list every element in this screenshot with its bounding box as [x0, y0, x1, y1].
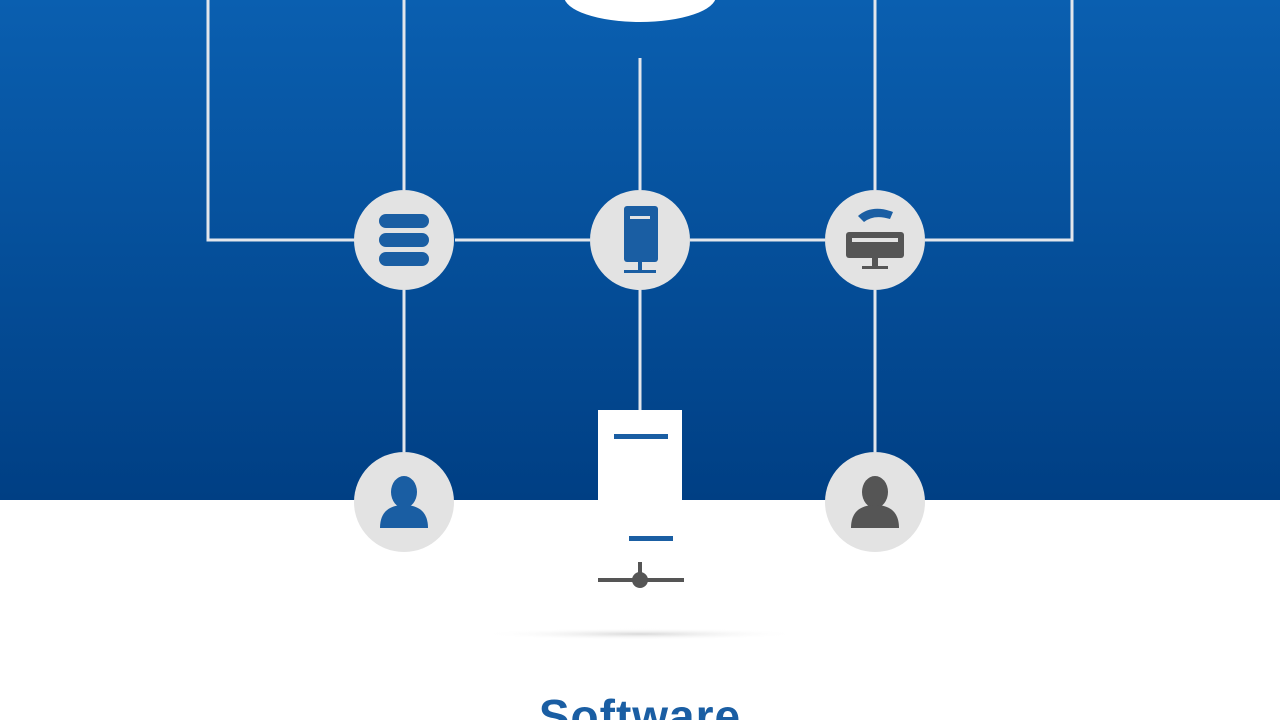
workstation-icon — [846, 208, 904, 269]
connector-lines — [206, 0, 1074, 452]
database-icon — [379, 214, 429, 266]
user-icon — [380, 476, 428, 528]
outer-left-connector — [206, 0, 355, 242]
user-icon — [851, 476, 899, 528]
user-right-node — [825, 452, 925, 552]
workstation-node — [825, 190, 925, 290]
database-node — [354, 190, 454, 290]
server-icon — [624, 206, 658, 273]
server-tower-icon — [598, 410, 684, 588]
outer-right-connector — [925, 0, 1074, 242]
cloud-icon — [564, 0, 716, 22]
tower-shadow — [480, 628, 800, 640]
caption-title: Software — [538, 690, 742, 720]
user-left-node — [354, 452, 454, 552]
server-node — [590, 190, 690, 290]
